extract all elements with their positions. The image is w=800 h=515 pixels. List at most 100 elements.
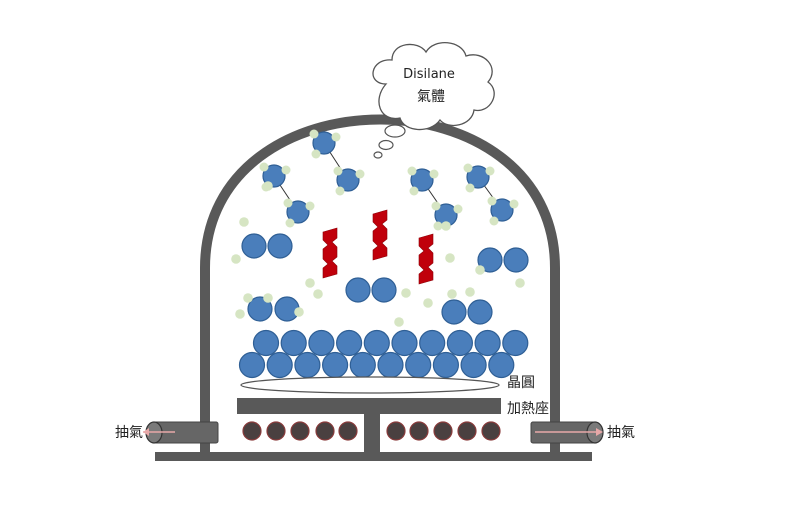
silicon-atom	[441, 299, 467, 325]
hydrogen-atom	[475, 265, 485, 275]
cloud-bubble	[384, 124, 406, 138]
hydrogen-atom	[231, 254, 241, 264]
cloud-bubble	[378, 139, 394, 151]
exhaust-left	[143, 421, 219, 444]
hydrogen-atom	[305, 278, 315, 288]
silicon-atom	[467, 299, 493, 325]
coil-icon	[457, 421, 477, 441]
hydrogen-atom	[333, 166, 343, 176]
hydrogen-atom	[453, 204, 463, 214]
heater-coils	[242, 421, 501, 441]
cloud-title: Disilane	[403, 67, 455, 82]
hydrogen-atom	[465, 183, 475, 193]
hydrogen-atom	[259, 162, 269, 172]
hydrogen-atom	[463, 163, 473, 173]
hydrogen-atom	[465, 287, 475, 297]
cloud-body	[372, 42, 495, 131]
silicon-atom	[349, 351, 376, 379]
hydrogen-atom	[433, 221, 443, 231]
arrow-head	[143, 428, 149, 436]
hydrogen-atom	[487, 196, 497, 206]
hydrogen-atom	[447, 289, 457, 299]
silicon-atom	[419, 329, 446, 357]
chamber-base	[155, 414, 592, 461]
silicon-atom	[405, 351, 432, 379]
thought-cloud-icon	[372, 42, 495, 159]
wafer-disc	[240, 376, 500, 394]
hydrogen-atom	[445, 253, 455, 263]
silicon-atom	[474, 329, 501, 357]
coil-icon	[338, 421, 358, 441]
hydrogen-atom	[431, 201, 441, 211]
hydrogen-atom	[509, 199, 519, 209]
silicon-atom	[336, 329, 363, 357]
silicon-atom	[322, 351, 349, 379]
radical-icon	[418, 233, 434, 285]
hydrogen-atom	[441, 221, 451, 231]
hydrogen-atom	[401, 288, 411, 298]
hydrogen-atom	[335, 186, 345, 196]
silicon-atom	[460, 351, 487, 379]
silicon-atom	[267, 233, 293, 259]
silicon-atom	[308, 329, 335, 357]
silicon-atom	[286, 200, 310, 224]
radical-species	[322, 209, 434, 285]
free-particles	[231, 181, 529, 327]
coil-icon	[409, 421, 429, 441]
hydrogen-atom	[305, 201, 315, 211]
hydrogen-atom	[243, 293, 253, 303]
coil-icon	[481, 421, 501, 441]
hydrogen-atom	[407, 166, 417, 176]
heater-label: 加熱座	[507, 401, 549, 417]
chamber-floor	[155, 452, 592, 461]
hydrogen-atom	[489, 216, 499, 226]
hydrogen-atom	[429, 169, 439, 179]
silicon-atom	[503, 247, 529, 273]
wafer-label: 晶圓	[507, 375, 535, 391]
cloud-subtitle: 氣體	[417, 89, 445, 105]
coil-icon	[315, 421, 335, 441]
hydrogen-atom	[394, 317, 404, 327]
hydrogen-atom	[235, 309, 245, 319]
coil-icon	[433, 421, 453, 441]
silicon-atom	[363, 329, 390, 357]
coil-icon	[266, 421, 286, 441]
exhaust-right	[530, 421, 604, 444]
hydrogen-atom	[409, 186, 419, 196]
silicon-atom	[502, 329, 529, 357]
hydrogen-atom	[263, 181, 273, 191]
silicon-atom	[377, 351, 404, 379]
hydrogen-atom	[239, 217, 249, 227]
wafer-disc-icon	[240, 376, 500, 394]
silicon-atom	[477, 247, 503, 273]
hydrogen-atom	[313, 289, 323, 299]
radical-icon	[372, 209, 388, 261]
silicon-atom	[336, 168, 360, 192]
silicon-atom	[371, 277, 397, 303]
silicon-atom	[238, 351, 266, 379]
hydrogen-atom	[515, 278, 525, 288]
silicon-atom	[266, 351, 293, 379]
hydrogen-atom	[485, 166, 495, 176]
silicon-atom	[312, 131, 336, 155]
silicon-atom	[241, 233, 267, 259]
coil-icon	[290, 421, 310, 441]
dome-wall	[200, 114, 560, 452]
silicon-atom	[446, 329, 473, 357]
hydrogen-atom	[285, 218, 295, 228]
hydrogen-atom	[281, 165, 291, 175]
hydrogen-atom	[423, 298, 433, 308]
silicon-atom	[252, 329, 280, 357]
hydrogen-atom	[311, 149, 321, 159]
hydrogen-atom	[331, 132, 341, 142]
silicon-atom	[410, 168, 434, 192]
cloud-bubble	[373, 151, 383, 159]
silicon-atom	[488, 351, 515, 379]
heater-plate-icon	[237, 398, 501, 414]
chamber-dome	[200, 114, 560, 452]
deposited-silicon-layers	[238, 329, 529, 379]
silicon-atom	[247, 296, 273, 322]
coil-icon	[386, 421, 406, 441]
